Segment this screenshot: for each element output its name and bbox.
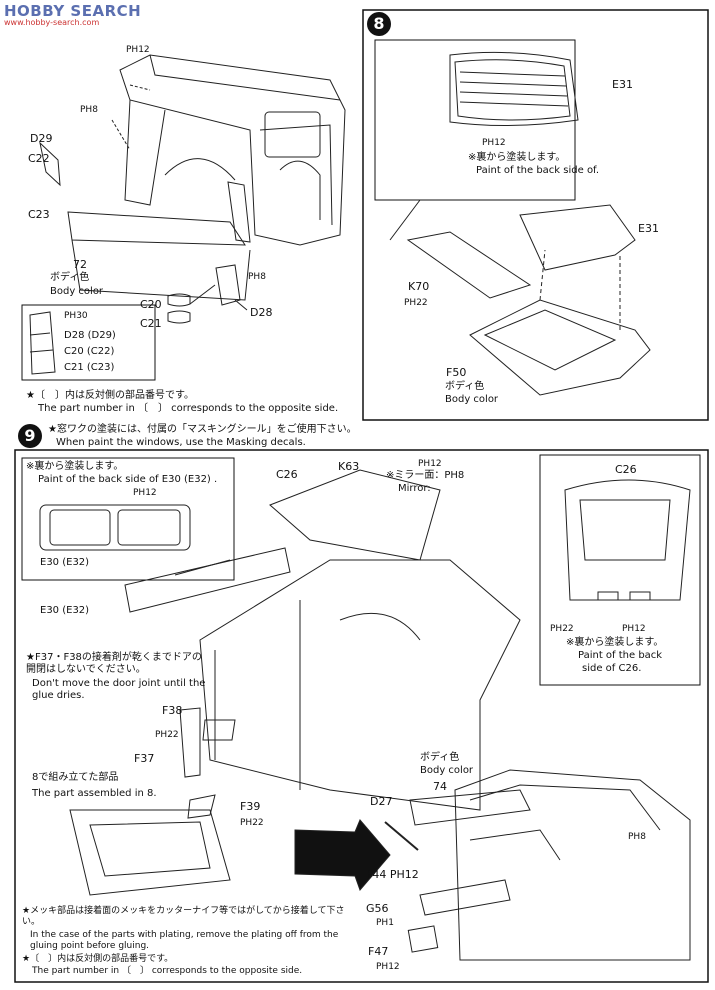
step9-header-jp: ★窓ワクの塗装には、付属の「マスキングシール」をご使用下さい。 xyxy=(48,424,357,435)
watermark: HOBBY SEARCH www.hobby-search.com xyxy=(4,2,142,27)
part-72: 72 xyxy=(73,258,87,271)
step8-frame xyxy=(362,9,709,421)
step8-note-jp: ※裏から塗装します。 xyxy=(468,152,566,163)
body-color-en: Body color xyxy=(50,286,104,297)
door-note-en: Don't move the door joint until the glue… xyxy=(32,678,206,701)
mirror-en: Mirror: xyxy=(398,483,431,494)
ph12-label: PH12 xyxy=(126,45,150,55)
f47-ph12: PH12 xyxy=(376,962,400,972)
part-f38: F38 xyxy=(162,704,183,717)
g56-ph1: PH1 xyxy=(376,918,394,928)
part-d28: D28 xyxy=(250,306,273,319)
inset-c26: C26 xyxy=(615,463,637,476)
part-e31: E31 xyxy=(612,78,633,91)
part-e31-b: E31 xyxy=(638,222,659,235)
step8-note-en: Paint of the back side of. xyxy=(476,165,600,176)
rear-body-en: Body color xyxy=(420,765,474,776)
part-c22: C22 xyxy=(28,152,50,165)
assembled-en: The part assembled in 8. xyxy=(32,788,157,799)
part-k63: K63 xyxy=(338,460,360,473)
part-f50: F50 xyxy=(446,366,467,379)
ph8-label-2: PH8 xyxy=(248,272,266,282)
k63-ph12: PH12 xyxy=(418,459,442,469)
mirror-jp: ※ミラー面：PH8 xyxy=(386,470,465,481)
part-c23: C23 xyxy=(28,208,50,221)
right-inset-note-jp: ※裏から塗装します。 xyxy=(566,637,664,648)
plating-note-jp: ★メッキ部品は接着面のメッキをカッターナイフ等ではがしてから接着して下さい。 xyxy=(22,906,345,927)
van-rear-drawing xyxy=(39,54,346,324)
footnote-en-bottom: The part number in 〔 〕 corresponds to th… xyxy=(32,966,303,976)
part-c21: C21 xyxy=(140,317,162,330)
inset-box xyxy=(21,304,156,381)
part-k70: K70 xyxy=(408,280,430,293)
step-9-badge: 9 xyxy=(18,424,42,448)
step8-body-jp: ボディ色 xyxy=(445,381,485,392)
inset-row-2: C20 (C22) xyxy=(64,346,115,357)
inset-note-en: Paint of the back side of E30 (E32) . xyxy=(38,474,218,485)
inset-row-3: C21 (C23) xyxy=(64,362,115,373)
inset-row-1: D28 (D29) xyxy=(64,330,116,341)
footnote-jp-bottom: ★〔 〕内は反対側の部品番号です。 xyxy=(22,954,174,964)
right-inset-note-en2: side of C26. xyxy=(582,663,642,674)
rear-ph8: PH8 xyxy=(628,832,646,842)
right-inset-note-en1: Paint of the back xyxy=(578,650,663,661)
f39-ph22: PH22 xyxy=(240,818,264,828)
part-f37: F37 xyxy=(134,752,155,765)
strip-part-e30: E30 (E32) xyxy=(40,605,90,616)
inset-ph22: PH22 xyxy=(550,624,574,634)
door-note-jp: ★F37・F38の接着剤が乾くまでドアの開閉はしないでください。 xyxy=(26,652,202,675)
part-f44: F44 PH12 xyxy=(366,868,419,881)
part-g56: G56 xyxy=(366,902,389,915)
part-f47: F47 xyxy=(368,945,389,958)
ph22-label-8: PH22 xyxy=(404,298,428,308)
ph12-label-8: PH12 xyxy=(482,138,506,148)
rear-body-jp: ボディ色 xyxy=(420,752,460,763)
footnote-jp-top: ★〔 〕内は反対側の部品番号です。 xyxy=(26,390,194,401)
part-d29: D29 xyxy=(30,132,53,145)
part-f39: F39 xyxy=(240,800,261,813)
part-d27: D27 xyxy=(370,795,393,808)
f38-ph22: PH22 xyxy=(155,730,179,740)
step9-frame xyxy=(14,449,709,983)
step9-header-en: When paint the windows, use the Masking … xyxy=(56,437,306,448)
inset-note-jp: ※裏から塗装します。 xyxy=(26,461,124,472)
step8-body-en: Body color xyxy=(445,394,499,405)
body-color-jp: ボディ色 xyxy=(50,272,90,283)
plating-note-en: In the case of the parts with plating, r… xyxy=(30,930,339,951)
step-8-badge: 8 xyxy=(367,12,391,36)
ph8-label: PH8 xyxy=(80,105,98,115)
part-c26: C26 xyxy=(276,468,298,481)
footnote-en-top: The part number in 〔 〕 corresponds to th… xyxy=(38,403,339,414)
inset-ph12-r: PH12 xyxy=(622,624,646,634)
part-74: 74 xyxy=(433,780,447,793)
part-c20: C20 xyxy=(140,298,162,311)
inset-ph12: PH12 xyxy=(133,488,157,498)
inset-part-e30: E30 (E32) xyxy=(40,557,90,568)
inset-ph30: PH30 xyxy=(64,311,88,321)
assembled-jp: 8で組み立てた部品 xyxy=(32,772,119,783)
